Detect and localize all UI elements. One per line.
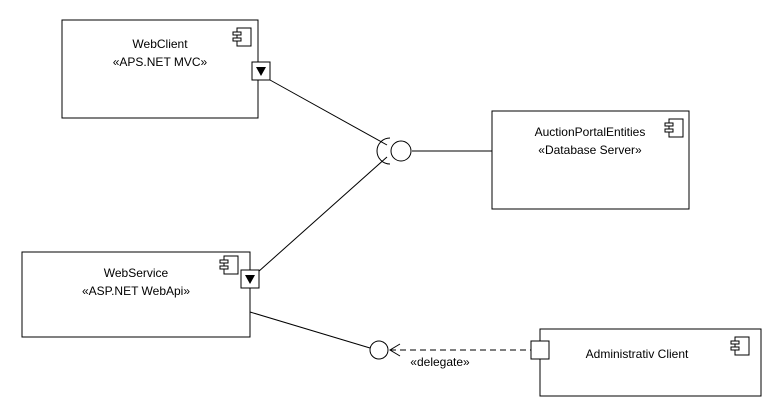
port-down-arrow-icon xyxy=(256,67,266,76)
component-icon xyxy=(232,27,252,47)
component-auction-portal-name: AuctionPortalEntities xyxy=(535,125,646,139)
component-auction-portal-stereotype: «Database Server» xyxy=(538,143,642,157)
webclient-to-socket-line xyxy=(269,79,388,146)
component-webservice-stereotype: «ASP.NET WebApi» xyxy=(82,284,190,298)
component-icon xyxy=(219,255,239,275)
component-webservice-name: WebService xyxy=(104,266,169,280)
component-administrativ-client[interactable]: Administrativ Client xyxy=(539,328,762,397)
delegate-arrowhead-icon xyxy=(389,343,401,357)
component-admin-client-name: Administrativ Client xyxy=(586,347,689,361)
component-webclient-stereotype: «APS.NET MVC» xyxy=(113,55,208,69)
webservice-to-lollipop-line xyxy=(249,311,371,349)
delegate-label: «delegate» xyxy=(410,355,470,369)
webclient-port[interactable] xyxy=(251,61,271,81)
webservice-port[interactable] xyxy=(240,269,260,289)
component-auction-portal-entities[interactable]: AuctionPortalEntities «Database Server» xyxy=(491,110,690,210)
component-icon xyxy=(730,336,750,356)
component-webservice[interactable]: WebService «ASP.NET WebApi» xyxy=(21,251,251,338)
admin-interface-lollipop-icon xyxy=(369,340,389,360)
webservice-to-socket-line xyxy=(257,156,388,273)
port-down-arrow-icon xyxy=(245,275,255,284)
provided-interface-lollipop-icon xyxy=(390,140,412,162)
admin-client-port[interactable] xyxy=(530,340,550,360)
required-interface-socket-icon xyxy=(376,137,391,165)
component-icon xyxy=(664,118,684,138)
component-webclient-name: WebClient xyxy=(132,37,188,51)
component-webclient[interactable]: WebClient «APS.NET MVC» xyxy=(61,19,259,119)
